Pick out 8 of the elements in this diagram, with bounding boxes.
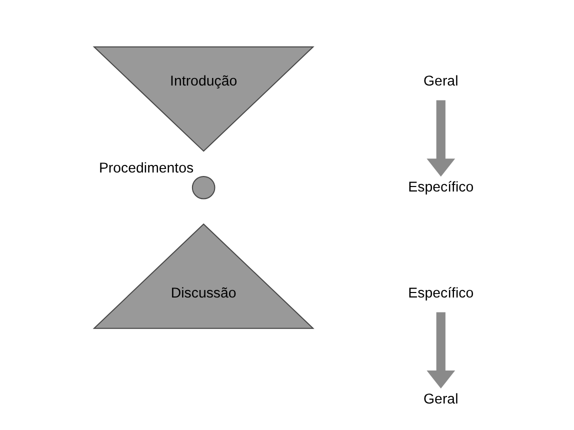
- node-circle: [191, 176, 215, 200]
- node-text: Específico: [408, 179, 474, 196]
- node-label: Procedimentos: [98, 160, 194, 177]
- node-text: Geral: [423, 391, 458, 408]
- arrow: [426, 312, 455, 389]
- node-text: Geral: [423, 73, 458, 90]
- node-text: Específico: [408, 285, 474, 302]
- arrow: [426, 100, 455, 177]
